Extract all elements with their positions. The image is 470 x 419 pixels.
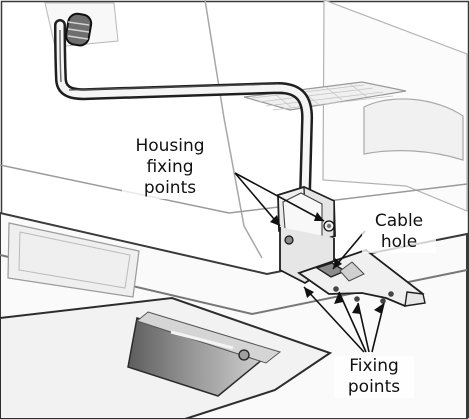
fixing-points-label: Fixing points — [334, 356, 414, 398]
callout-arrowheads — [270, 212, 384, 314]
background-desk-edge — [0, 164, 468, 214]
fixing-arrow-2 — [338, 291, 367, 353]
background-monitor-base — [363, 98, 464, 161]
fixing-point-4 — [388, 291, 394, 297]
left-desk-box — [7, 222, 140, 298]
keyboard-keys — [251, 83, 394, 111]
housing-fixing-points-label: Housing fixing points — [122, 136, 218, 199]
housing-arrow-right — [234, 172, 325, 222]
fixing-point-1 — [333, 286, 339, 292]
fixing-point-2 — [354, 296, 360, 302]
background-chair-line — [204, 0, 263, 259]
microphone-head — [64, 12, 93, 47]
fixing-point-3 — [380, 298, 386, 304]
housing-screw-left — [284, 235, 294, 245]
housing-arrow-left — [234, 172, 281, 227]
fixing-arrow-1 — [303, 286, 365, 353]
slot-screw — [238, 349, 250, 361]
cable-hole-label: Cable hole — [362, 211, 436, 253]
